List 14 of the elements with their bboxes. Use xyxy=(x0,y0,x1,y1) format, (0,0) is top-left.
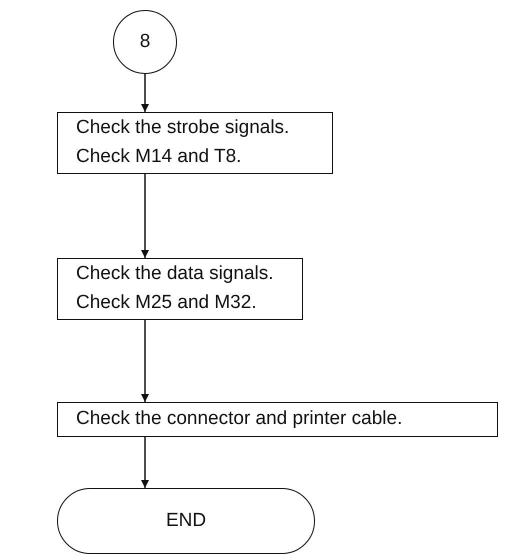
step-text: Check M25 and M32. xyxy=(76,292,257,315)
step-text: Check the data signals. xyxy=(76,263,274,286)
step-text: END xyxy=(166,510,206,532)
step-text: Check M14 and T8. xyxy=(76,146,242,169)
process-box xyxy=(57,112,333,174)
step-text: 8 xyxy=(140,30,150,54)
arrow xyxy=(141,320,149,402)
step-text: Check the strobe signals. xyxy=(76,117,290,140)
arrow xyxy=(141,437,149,488)
arrow xyxy=(141,174,149,258)
step-text: Check the connector and printer cable. xyxy=(76,408,402,431)
process-box xyxy=(57,258,303,320)
arrow xyxy=(141,74,149,112)
process-box xyxy=(57,402,498,437)
